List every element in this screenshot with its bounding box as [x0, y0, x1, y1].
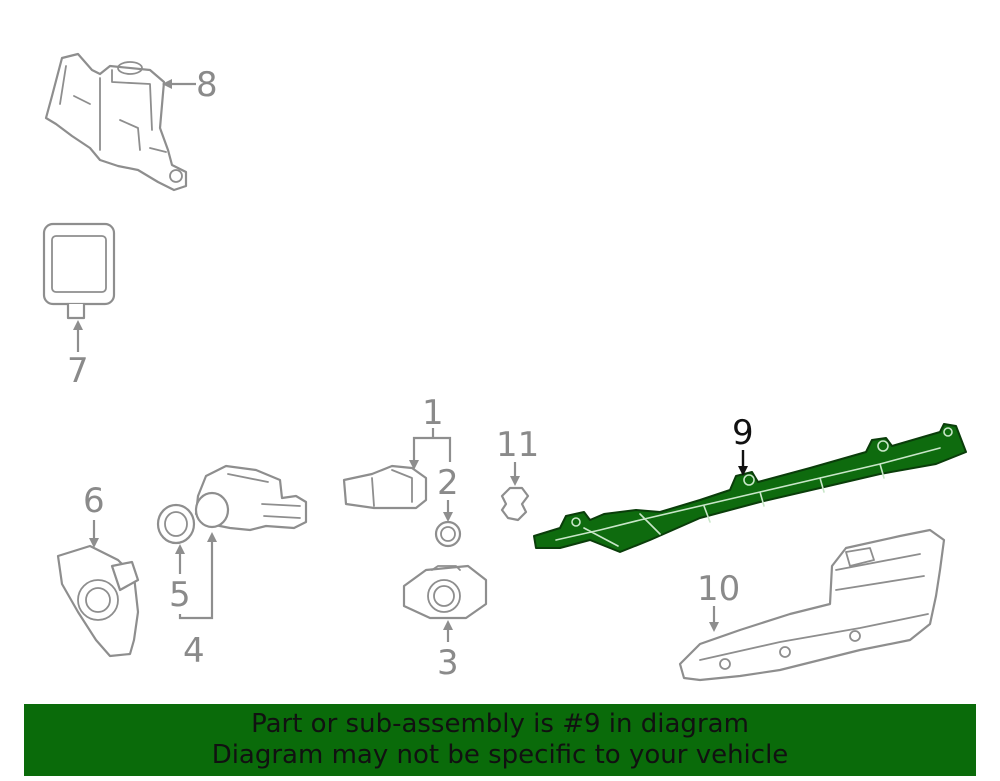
callout-3[interactable]: 3: [437, 643, 459, 683]
part-5-ring[interactable]: [156, 503, 196, 545]
leader-3: [443, 620, 453, 642]
callout-4[interactable]: 4: [183, 631, 205, 671]
part-10-rail[interactable]: [678, 528, 946, 682]
callout-11[interactable]: 11: [496, 425, 539, 465]
leader-5: [175, 544, 185, 574]
info-banner: Part or sub-assembly is #9 in diagram Di…: [24, 704, 976, 776]
leader-7: [73, 320, 83, 352]
leader-9: [738, 450, 748, 476]
leader-6: [89, 520, 99, 548]
callout-9[interactable]: 9: [732, 413, 754, 453]
part-8-bracket[interactable]: [44, 52, 188, 192]
callout-5[interactable]: 5: [169, 575, 191, 615]
part-4-sensor[interactable]: [194, 464, 308, 532]
part-3-holder[interactable]: [402, 564, 488, 620]
leader-4: [178, 532, 217, 620]
leader-1: [409, 428, 452, 470]
banner-line-2: Diagram may not be specific to your vehi…: [211, 740, 789, 770]
callout-8[interactable]: 8: [196, 65, 218, 105]
banner-line-1: Part or sub-assembly is #9 in diagram: [251, 709, 749, 739]
callout-2[interactable]: 2: [437, 463, 459, 503]
part-9-bracket-rail[interactable]: [533, 423, 967, 553]
part-11-clip[interactable]: [500, 486, 530, 522]
leader-8: [162, 79, 196, 89]
callout-6[interactable]: 6: [83, 481, 105, 521]
callout-10[interactable]: 10: [697, 569, 740, 609]
leader-10: [709, 606, 719, 632]
leader-11: [510, 462, 520, 486]
leader-2: [443, 500, 453, 522]
part-2-grommet[interactable]: [434, 520, 462, 548]
callout-7[interactable]: 7: [67, 351, 89, 391]
callout-1[interactable]: 1: [422, 393, 444, 433]
part-1-sensor[interactable]: [342, 464, 428, 510]
part-6-bezel[interactable]: [56, 544, 140, 658]
part-7-sensor[interactable]: [42, 222, 116, 320]
